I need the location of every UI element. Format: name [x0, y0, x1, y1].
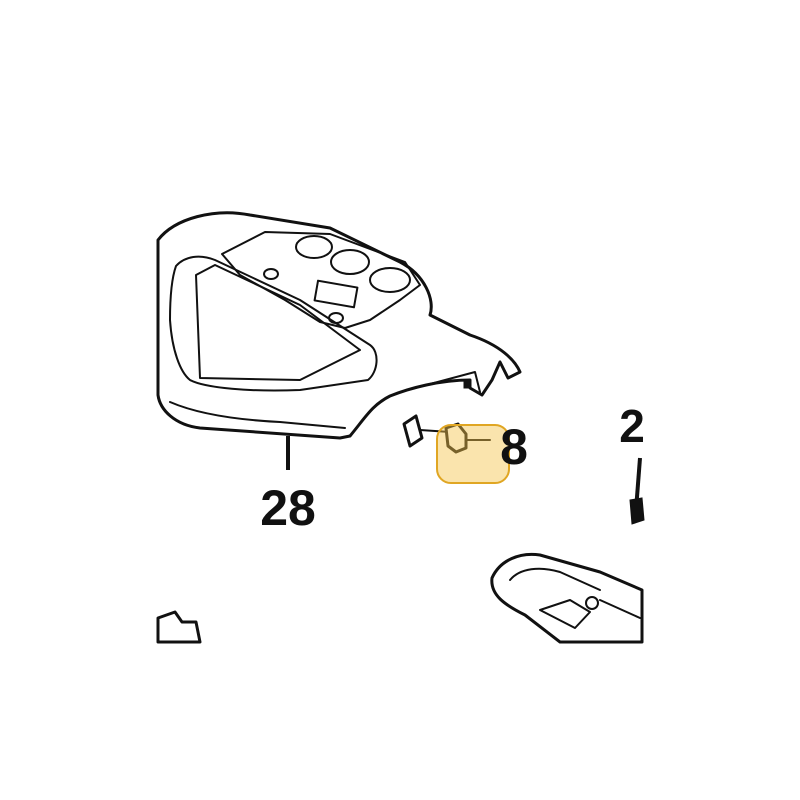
part-label-2: 2 — [619, 400, 645, 452]
part-8-highlight — [436, 424, 510, 484]
screw-part-2 — [629, 457, 645, 525]
handlebar-cover-part-28 — [156, 211, 522, 440]
part-label-28: 28 — [260, 480, 316, 536]
part-label-8: 8 — [500, 419, 528, 475]
mounting-bracket — [490, 552, 644, 644]
lower-left-part-fragment — [156, 610, 202, 644]
bulb-socket-part-8 — [402, 414, 491, 454]
